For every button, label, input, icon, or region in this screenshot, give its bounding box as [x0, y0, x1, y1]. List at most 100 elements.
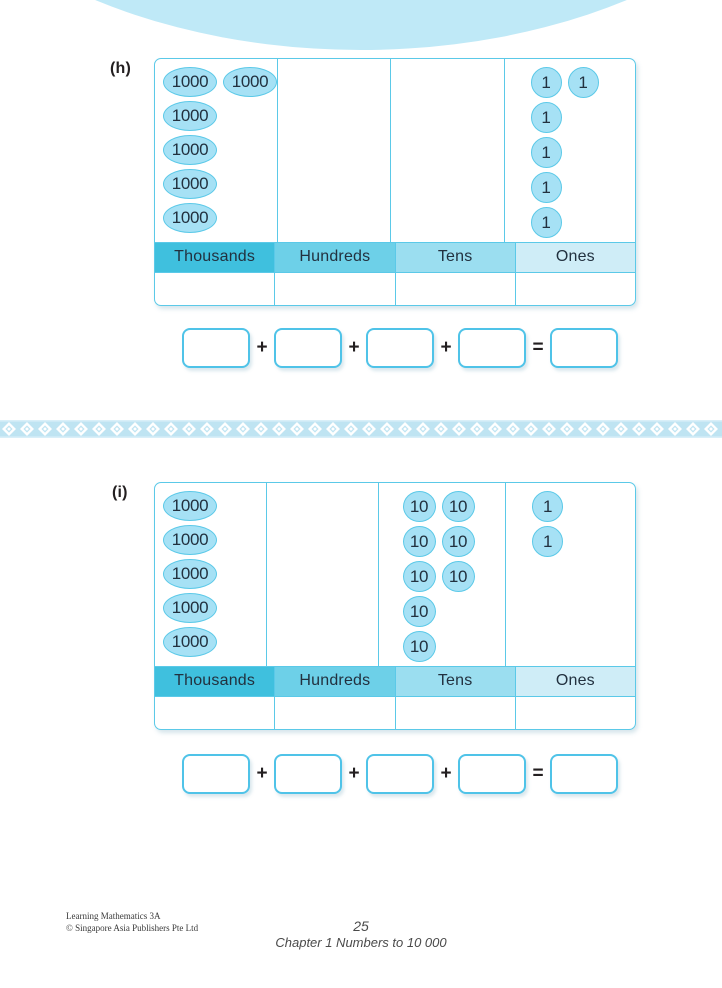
disc-row: 1000: [163, 101, 277, 131]
answer-cell-tens[interactable]: [396, 696, 516, 729]
disc-thousand: 1000: [163, 593, 217, 623]
disc-one: 1: [530, 102, 562, 133]
disc-row: 1000 1000: [163, 67, 277, 97]
disc-one: 1: [530, 172, 562, 203]
disc-rows: 1000 1000 1000 1000 1000 1: [163, 67, 277, 233]
answer-cell-thousands[interactable]: [155, 696, 276, 729]
answer-cell-tens[interactable]: [396, 272, 516, 305]
disc-thousand: 1000: [163, 135, 217, 165]
header-hundreds: Hundreds: [275, 667, 396, 696]
equation-box-tens[interactable]: [366, 754, 434, 794]
operator-plus: +: [440, 337, 452, 358]
operator-plus: +: [256, 337, 268, 358]
header-ones: Ones: [515, 243, 635, 272]
disc-one: 1: [530, 137, 562, 168]
header-tens: Tens: [395, 243, 516, 272]
top-decorative-arc: [0, 0, 722, 50]
equation-box-hundreds[interactable]: [274, 754, 342, 794]
equation-box-total[interactable]: [550, 328, 618, 368]
disc-column-ones-i: 1 1: [506, 483, 635, 666]
exercise-label-i: (i): [112, 484, 128, 501]
answer-cell-hundreds[interactable]: [275, 696, 396, 729]
disc-rows: 1 1 1 1 1 1: [530, 67, 635, 238]
equation-box-ones[interactable]: [458, 754, 526, 794]
diamond-pattern-icon: [0, 420, 722, 438]
disc-row: 1 1: [530, 67, 635, 98]
disc-row: 1000: [163, 491, 266, 521]
table-header-row-i: Thousands Hundreds Tens Ones: [155, 666, 635, 697]
answer-cell-ones[interactable]: [516, 697, 635, 729]
disc-column-tens-h: [391, 59, 505, 242]
equation-row-i: + + + =: [182, 754, 618, 794]
disc-one: 1: [532, 491, 564, 522]
equation-box-total[interactable]: [550, 754, 618, 794]
disc-ten: 10: [402, 491, 436, 522]
equation-box-tens[interactable]: [366, 328, 434, 368]
disc-rows: 1 1: [532, 491, 635, 557]
disc-thousand: 1000: [163, 203, 217, 233]
equation-box-hundreds[interactable]: [274, 328, 342, 368]
disc-ten: 10: [402, 561, 436, 592]
table-answer-row-i: [155, 696, 635, 729]
disc-thousand: 1000: [163, 101, 217, 131]
disc-thousand: 1000: [223, 67, 277, 97]
operator-plus: +: [348, 763, 360, 784]
header-ones: Ones: [515, 667, 635, 696]
disc-row: 1000: [163, 203, 277, 233]
disc-thousand: 1000: [163, 491, 217, 521]
publisher-title: Learning Mathematics 3A: [66, 911, 161, 921]
chapter-title: Chapter 1 Numbers to 10 000: [275, 935, 447, 950]
disc-column-hundreds-i: [267, 483, 379, 666]
disc-ten: 10: [441, 561, 475, 592]
disc-ten: 10: [441, 491, 475, 522]
answer-cell-hundreds[interactable]: [275, 272, 396, 305]
table-answer-row-h: [155, 272, 635, 305]
disc-rows: 10 10 10 10 10 10 10: [402, 491, 506, 662]
disc-area-h: 1000 1000 1000 1000 1000 1: [155, 59, 635, 242]
disc-ten: 10: [441, 526, 475, 557]
disc-thousand: 1000: [163, 627, 217, 657]
operator-plus: +: [256, 763, 268, 784]
disc-row: 1: [530, 137, 635, 168]
disc-row: 1: [532, 491, 635, 522]
disc-column-hundreds-h: [278, 59, 392, 242]
page-number: 25: [353, 918, 369, 934]
disc-row: 1: [530, 207, 635, 238]
disc-row: 1: [532, 526, 635, 557]
disc-row: 1: [530, 172, 635, 203]
exercise-label-h: (h): [110, 60, 132, 77]
disc-one: 1: [532, 526, 564, 557]
place-value-table-h: 1000 1000 1000 1000 1000 1: [154, 58, 636, 306]
equation-box-thousands[interactable]: [182, 328, 250, 368]
disc-ten: 10: [402, 596, 436, 627]
disc-thousand: 1000: [163, 559, 217, 589]
disc-one: 1: [530, 67, 562, 98]
disc-row: 10 10: [402, 526, 506, 557]
disc-one: 1: [567, 67, 599, 98]
decorative-divider: [0, 420, 722, 438]
answer-cell-ones[interactable]: [516, 273, 635, 305]
publisher-credit: Learning Mathematics 3A © Singapore Asia…: [66, 910, 198, 934]
place-value-table-i: 1000 1000 1000 1000 1000: [154, 482, 636, 730]
disc-ten: 10: [402, 631, 436, 662]
publisher-copyright: © Singapore Asia Publishers Pte Ltd: [66, 923, 199, 933]
disc-column-thousands-i: 1000 1000 1000 1000 1000: [155, 483, 267, 666]
equation-box-ones[interactable]: [458, 328, 526, 368]
disc-ten: 10: [402, 526, 436, 557]
header-thousands: Thousands: [155, 667, 276, 696]
disc-row: 1: [530, 102, 635, 133]
operator-equals: =: [532, 337, 544, 358]
disc-row: 1000: [163, 627, 266, 657]
disc-one: 1: [530, 207, 562, 238]
header-thousands: Thousands: [155, 243, 276, 272]
disc-thousand: 1000: [163, 67, 217, 97]
operator-plus: +: [348, 337, 360, 358]
answer-cell-thousands[interactable]: [155, 272, 276, 305]
disc-row: 10: [402, 596, 506, 627]
table-header-row-h: Thousands Hundreds Tens Ones: [155, 242, 635, 273]
equation-box-thousands[interactable]: [182, 754, 250, 794]
disc-row: 10 10: [402, 491, 506, 522]
operator-plus: +: [440, 763, 452, 784]
disc-thousand: 1000: [163, 525, 217, 555]
